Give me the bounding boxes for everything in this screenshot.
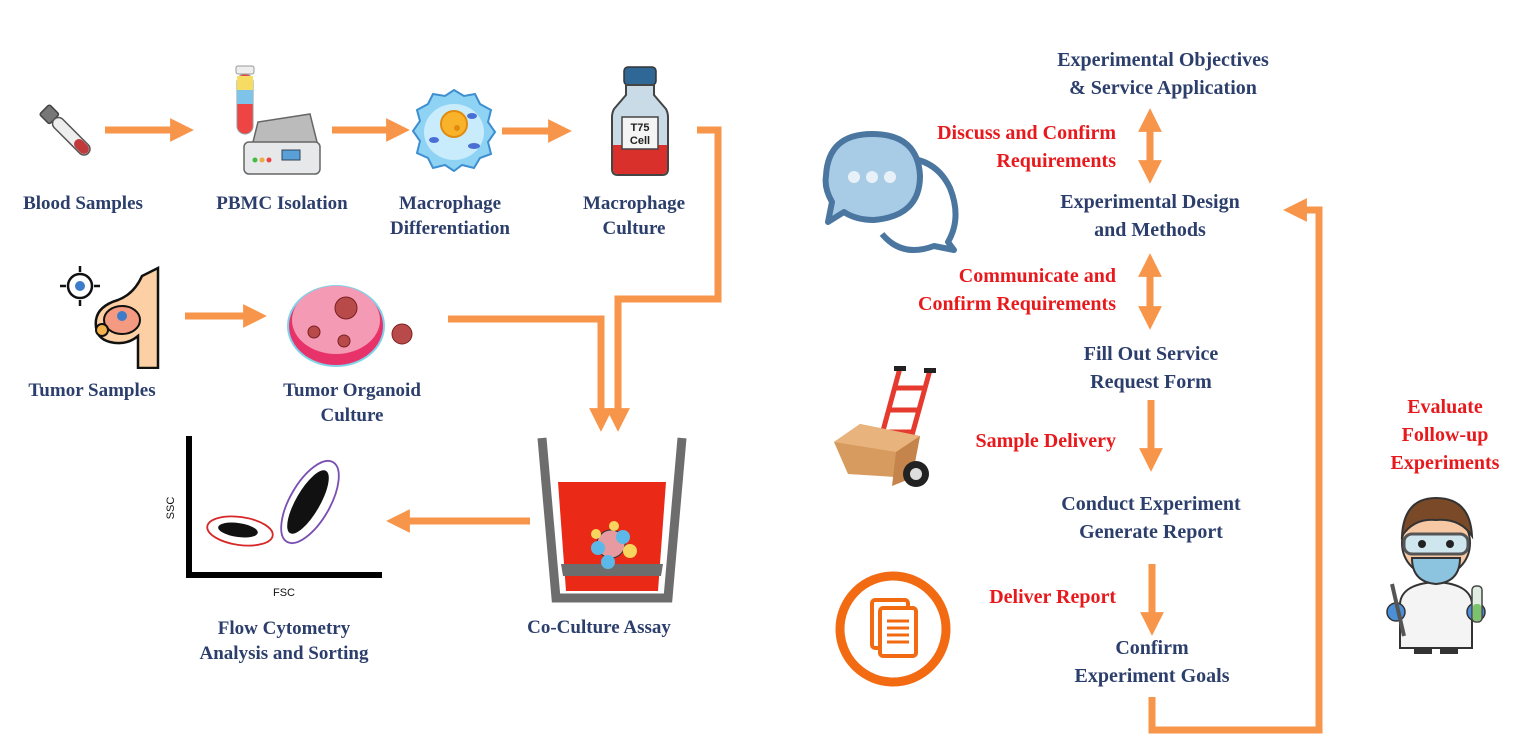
- culture-flask-icon: T75 Cell: [611, 66, 669, 176]
- x-axis-label: FSC: [273, 587, 295, 599]
- population-large: [280, 460, 340, 544]
- flask-label-line-1: T75: [631, 122, 650, 134]
- action-sample-delivery: Sample Delivery: [975, 430, 1116, 452]
- macrophage-cell-icon: [412, 88, 496, 172]
- label-blood-samples: Blood Samples: [23, 193, 143, 214]
- flask-label-line-2: Cell: [630, 135, 650, 147]
- flow-cytometry-plot-icon: FSC SSC: [165, 436, 382, 599]
- arrow-culture-to-coculture: [606, 126, 722, 432]
- population-small: [206, 515, 274, 547]
- scientist-icon: [1386, 496, 1486, 654]
- document-icon: [835, 571, 951, 687]
- petri-dish-icon: [287, 285, 413, 367]
- breast-tumor-icon: [60, 265, 160, 369]
- step-experimental-objectives: Experimental Objectives& Service Applica…: [1057, 49, 1269, 99]
- action-deliver-report: Deliver Report: [989, 586, 1116, 608]
- coculture-well-icon: [537, 437, 687, 603]
- arrow-organoid-to-coculture: [448, 315, 613, 432]
- arrow-feedback-loop: [1148, 198, 1323, 734]
- hand-truck-icon: [834, 366, 936, 487]
- centrifuge-icon: [235, 65, 321, 175]
- y-axis-label: SSC: [165, 497, 177, 520]
- chat-bubbles-icon: [822, 131, 959, 253]
- blood-tube-icon: [39, 104, 91, 156]
- label-tumor-samples: Tumor Samples: [28, 380, 156, 401]
- label-pbmc-isolation: PBMC Isolation: [216, 193, 348, 214]
- label-coculture-assay: Co-Culture Assay: [527, 617, 671, 638]
